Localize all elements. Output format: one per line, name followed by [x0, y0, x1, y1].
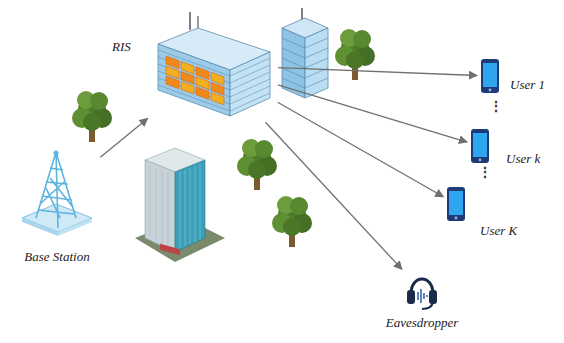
signal-arrow — [100, 118, 147, 157]
tree — [72, 91, 112, 142]
icon — [470, 128, 490, 164]
signal-arrow — [278, 68, 477, 76]
signal-arrow — [278, 85, 467, 142]
icon — [16, 148, 98, 238]
icon — [446, 186, 466, 222]
building — [135, 148, 225, 262]
node-label: Eavesdropper — [386, 316, 458, 329]
node-label: Base Station — [24, 250, 89, 263]
eavesdropper-headset: Eavesdropper — [404, 270, 440, 312]
user-phone: User 1 — [480, 58, 500, 94]
icon — [404, 270, 440, 312]
tree — [335, 29, 375, 80]
node-label: User k — [506, 152, 540, 165]
ellipsis-mark: ⋮ — [489, 100, 503, 114]
node-label: User K — [480, 224, 517, 237]
base-station: Base Station — [16, 148, 98, 238]
ellipsis-mark: ⋮ — [478, 166, 492, 180]
signal-arrow — [266, 122, 403, 269]
building — [282, 8, 328, 98]
user-phone: User K — [446, 186, 466, 222]
icon — [480, 58, 500, 94]
tree — [272, 196, 312, 247]
icon — [150, 10, 275, 120]
ris-building: RIS — [150, 10, 275, 120]
node-label: RIS — [112, 40, 131, 53]
node-label: User 1 — [510, 78, 545, 91]
signal-arrow — [278, 102, 444, 197]
tree — [237, 139, 277, 190]
user-phone: User k — [470, 128, 490, 164]
